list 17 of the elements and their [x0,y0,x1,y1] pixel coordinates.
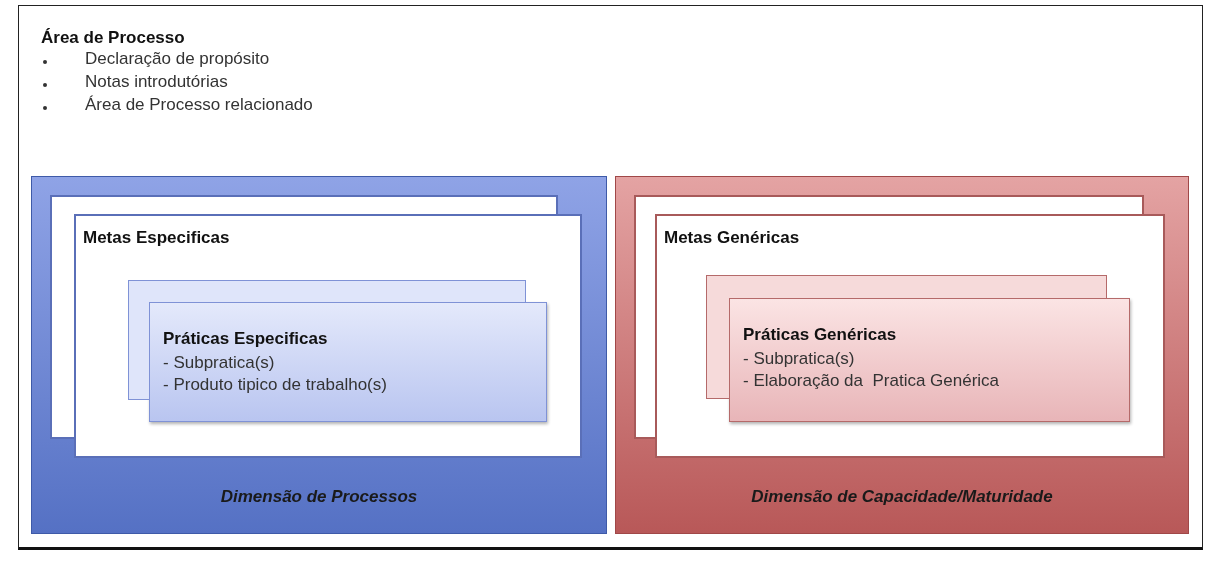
goal-heading: Metas Genéricas [664,228,800,248]
list-item: Área de Processo relacionado [85,95,313,115]
practice-item: - Elaboração da Pratica Genérica [743,371,1000,391]
dimension-panel [31,176,607,534]
dimension-panel [615,176,1189,534]
list-item: Notas introdutórias [85,72,228,92]
process-area-frame [18,5,1203,550]
practice-heading: Práticas Especificas [163,329,328,349]
practice-item: - Subpratica(s) [163,353,275,373]
practice-heading: Práticas Genéricas [743,325,897,345]
goal-heading: Metas Especificas [83,228,230,248]
dimension-label: Dimensão de Capacidade/Maturidade [750,487,1054,507]
list-item: Declaração de propósito [85,49,270,69]
practice-item: - Subpratica(s) [743,349,855,369]
heading: Área de Processo [41,28,185,48]
practice-item: - Produto tipico de trabalho(s) [163,375,387,395]
dimension-label: Dimensão de Processos [219,487,419,507]
